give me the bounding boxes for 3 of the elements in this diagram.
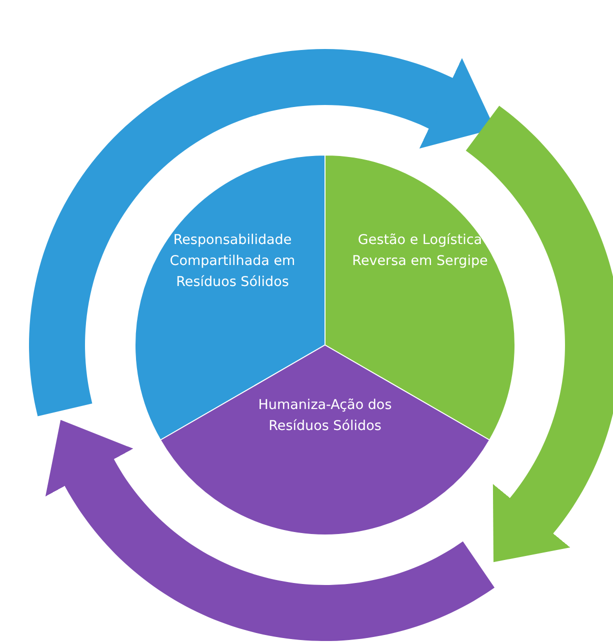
sector-label: Responsabilidade Compartilhada em Resíduos Sólidos	[168, 231, 296, 292]
sector-label: Gestão e Logística Reversa em Sergipe	[351, 231, 489, 271]
sector-label: Humaniza-Ação dos Resíduos Sólidos	[257, 396, 393, 436]
